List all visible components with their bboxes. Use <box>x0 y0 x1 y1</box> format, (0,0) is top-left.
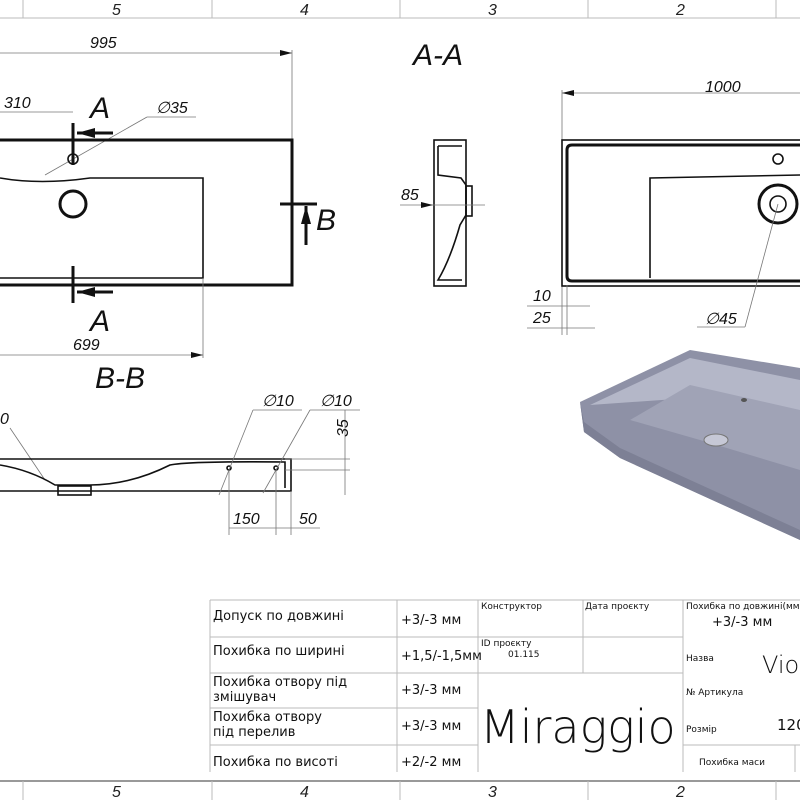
section-bb-title: B-B <box>95 362 145 395</box>
ruler-label: 2 <box>675 2 685 19</box>
row-label: Допуск по довжині <box>213 609 344 624</box>
bottom-ruler: 5 4 3 2 <box>22 781 777 800</box>
section-a-label-bottom: A <box>88 305 110 338</box>
dim-offset: 310 <box>4 95 31 112</box>
project-info: Конструктор Дата проєкту ID проєкту 01.1… <box>480 602 800 768</box>
dim-10: 10 <box>533 288 551 305</box>
dim-150: 150 <box>233 511 260 528</box>
length-tol-label: Похибка по довжині(мм) <box>686 602 800 612</box>
row-value: +2/-2 мм <box>401 755 461 770</box>
top-ruler: 5 4 3 2 <box>0 0 800 19</box>
dim-depth: 85 <box>401 187 419 204</box>
section-a-label-top: A <box>88 92 110 125</box>
ruler-label: 5 <box>112 784 121 800</box>
section-b-label: B <box>316 204 336 237</box>
dim-hole: ∅35 <box>156 100 188 117</box>
title-block-grid <box>0 599 800 782</box>
row-label: Похибка по висоті <box>213 755 338 770</box>
ruler-label: 2 <box>675 784 685 800</box>
mass-tol-label: Похибка маси <box>699 758 765 768</box>
dim-bowl: 699 <box>73 337 100 354</box>
row-value: +3/-3 мм <box>401 613 461 628</box>
ruler-label: 4 <box>300 2 309 19</box>
plan-view: 995 310 ∅35 A A B 699 <box>0 35 336 358</box>
section-bb: B-B 0 ∅10 ∅10 35 150 50 <box>0 362 360 535</box>
dim-length-1000: 1000 <box>705 79 741 96</box>
length-tol-value: +3/-3 мм <box>712 615 772 630</box>
dim-hole-2: ∅10 <box>320 393 352 410</box>
ruler-label: 3 <box>488 784 497 800</box>
name-value: Vio <box>762 651 799 679</box>
row-label-line2: під перелив <box>213 725 295 740</box>
row-label: Похибка по ширині <box>213 644 345 659</box>
dim-25: 25 <box>532 310 551 327</box>
ruler-label: 3 <box>488 2 497 19</box>
dim-drain: ∅45 <box>705 311 737 328</box>
name-label: Назва <box>686 654 714 664</box>
dim-left: 0 <box>0 411 9 428</box>
project-id: 01.115 <box>508 650 540 660</box>
designer-label: Конструктор <box>481 602 542 612</box>
article-label: № Артикула <box>686 688 743 698</box>
dim-50: 50 <box>299 511 317 528</box>
size-label: Розмір <box>686 725 717 735</box>
date-label: Дата проєкту <box>585 602 650 612</box>
dim-length: 995 <box>90 35 117 52</box>
tolerance-table: Допуск по довжині +3/-3 мм Похибка по ши… <box>213 609 482 770</box>
sink-3d-render <box>580 350 800 540</box>
section-aa-title: A-A <box>411 39 463 72</box>
row-value: +3/-3 мм <box>401 719 461 734</box>
row-label: Похибка отвору <box>213 710 322 725</box>
miraggio-logo: Miraggio <box>480 700 676 754</box>
dim-hole-1: ∅10 <box>262 393 294 410</box>
ruler-label: 5 <box>112 2 121 19</box>
row-value: +1,5/-1,5мм <box>401 649 482 664</box>
row-label: Похибка отвору під <box>213 675 347 690</box>
dim-height: 35 <box>335 419 352 437</box>
size-value: 120 <box>777 716 800 734</box>
section-aa: A-A 85 <box>400 39 485 287</box>
ruler-label: 4 <box>300 784 309 800</box>
underside-view: 1000 ∅45 10 25 <box>527 79 800 335</box>
project-id-label: ID проєкту <box>481 639 532 649</box>
row-label-line2: змішувач <box>213 690 276 705</box>
row-value: +3/-3 мм <box>401 683 461 698</box>
